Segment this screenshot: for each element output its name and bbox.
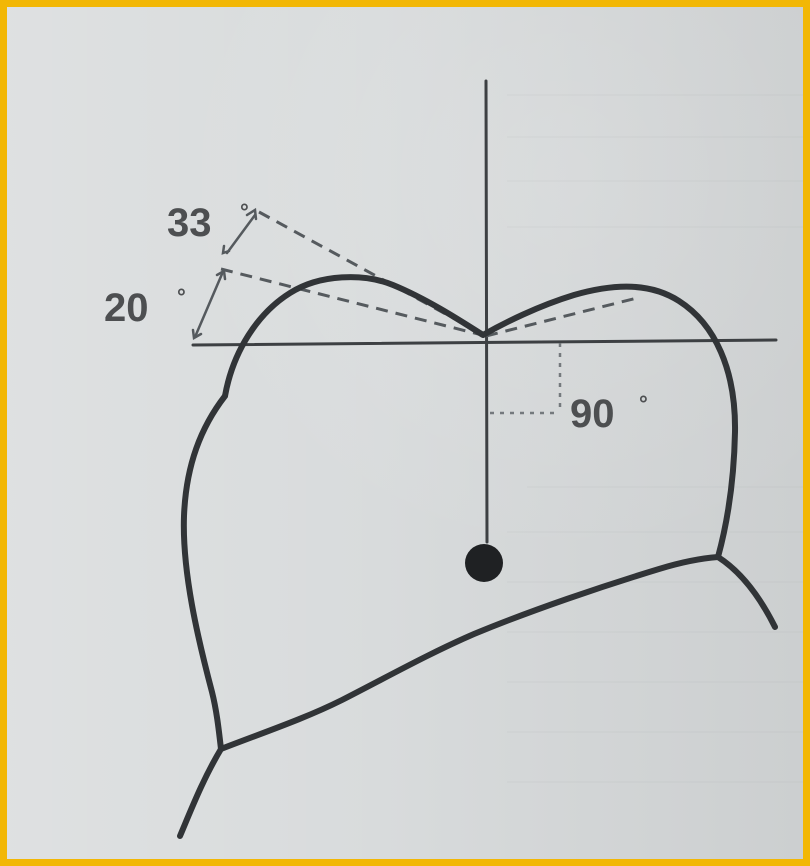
reference-axes <box>191 79 778 544</box>
angle-33-indicator <box>225 213 257 255</box>
paper-background <box>7 7 803 859</box>
vertical-axis <box>484 79 489 544</box>
horizontal-axis <box>191 338 778 347</box>
crown-outline <box>222 274 739 560</box>
right-lower-edge <box>715 554 778 630</box>
label-33: 33 <box>167 201 212 245</box>
angle-indicators <box>191 207 258 341</box>
angle-33-line <box>258 210 487 338</box>
label-20: 20 <box>104 286 149 330</box>
degree-20: ° <box>177 284 186 309</box>
label-90: 90 <box>570 392 615 436</box>
lower-root-outline <box>218 554 721 752</box>
left-root-outline <box>180 393 228 752</box>
degree-90: ° <box>639 391 648 416</box>
angle-labels: 33 ° 20 ° 90 ° <box>104 199 648 436</box>
right-angle-marker <box>490 343 562 415</box>
tooth-outline <box>177 274 778 839</box>
dashed-angle-lines <box>220 210 642 338</box>
angle-20-line <box>220 267 487 338</box>
background-page-texture <box>507 94 803 783</box>
degree-33: ° <box>240 199 249 224</box>
center-point-dot <box>465 544 503 582</box>
tooth-angle-diagram: 33 ° 20 ° 90 ° <box>104 79 803 839</box>
right-side-dashed-line <box>485 295 642 338</box>
angle-20-indicator <box>193 272 224 339</box>
bottom-left-edge <box>177 746 224 839</box>
